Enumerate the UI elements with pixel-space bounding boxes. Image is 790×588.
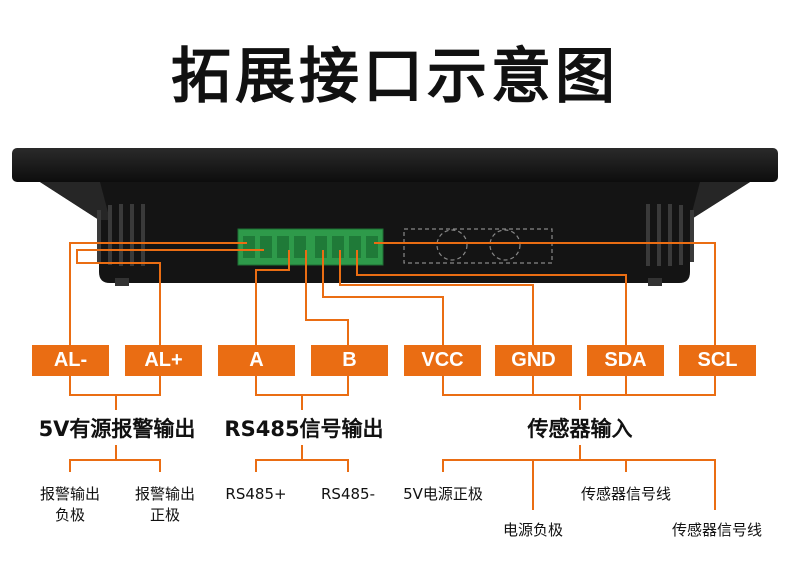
pin-tag-al-minus: AL- [32, 345, 109, 376]
sub-label-power-neg: 电源负极 [502, 521, 563, 539]
group-label-alarm: 5V有源报警输出 [38, 417, 196, 441]
sub-label-sensor-signal-sda: 传感器信号线 [580, 485, 671, 503]
pin-tag-a: A [218, 345, 295, 376]
sub-label-rs485-minus: RS485- [321, 485, 375, 503]
pin-tag-al-plus: AL+ [125, 345, 202, 376]
right-vent [646, 204, 694, 266]
sub-label-sensor-signal-scl: 传感器信号线 [671, 521, 762, 539]
diagram-title: 拓展接口示意图 [171, 42, 619, 112]
device-body [12, 148, 778, 286]
leader-lines [69, 242, 716, 510]
pin-tag-vcc: VCC [404, 345, 481, 376]
sub-label-rs485-plus: RS485+ [225, 485, 287, 503]
left-vent [97, 204, 145, 266]
group-label-rs485: RS485信号输出 [224, 417, 384, 441]
sub-label-alarm-pos: 报警输出 正极 [134, 485, 195, 524]
pin-tag-scl: SCL [679, 345, 756, 376]
pin-tag-b: B [311, 345, 388, 376]
group-label-sensor: 传感器输入 [527, 417, 633, 441]
sub-label-alarm-neg: 报警输出 负极 [39, 485, 100, 524]
terminal-connector [237, 228, 384, 266]
sensor-port-outline [403, 228, 553, 264]
pin-tag-gnd: GND [495, 345, 572, 376]
pin-tag-sda: SDA [587, 345, 664, 376]
sub-label-power-pos: 5V电源正极 [403, 485, 483, 503]
